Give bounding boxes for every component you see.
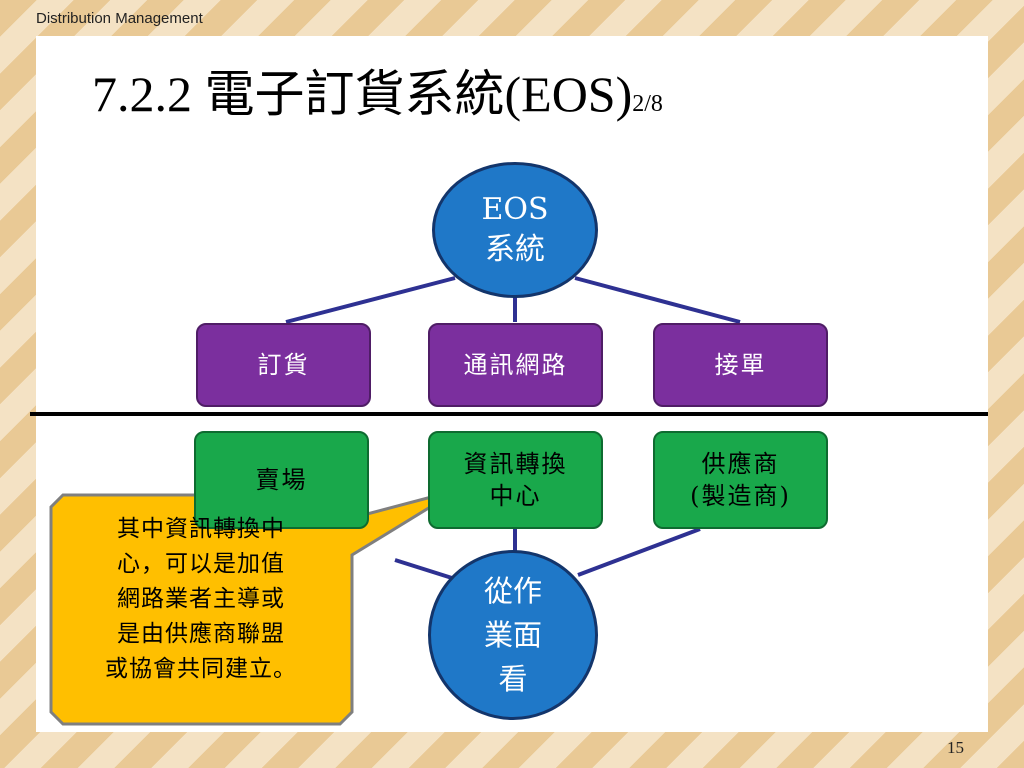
callout-line-4: 是由供應商聯盟 (117, 621, 285, 647)
node-network-label: 通訊網路 (463, 351, 568, 379)
callout-line-2: 心，可以是加值 (117, 551, 285, 577)
node-supplier-line-2: (製造商) (690, 482, 791, 510)
connector-top-left (285, 276, 456, 324)
node-order-label: 訂貨 (257, 351, 310, 379)
node-info-center: 資訊轉換 中心 (428, 431, 603, 529)
operation-view-node: 從作 業面 看 (428, 550, 598, 720)
callout-text: 其中資訊轉換中 心，可以是加值 網路業者主導或 是由供應商聯盟 或協會共同建立。 (56, 512, 346, 687)
eos-node-line-1: EOS (481, 192, 549, 227)
callout-line-5: 或協會共同建立。 (105, 656, 297, 682)
node-info-center-line-2: 中心 (489, 482, 542, 510)
page-number: 15 (947, 738, 964, 757)
node-supplier-line-1: 供應商 (701, 450, 780, 478)
eos-system-node: EOS 系統 (432, 162, 598, 298)
node-order: 訂貨 (196, 323, 371, 407)
eos-node-line-2: 系統 (485, 232, 545, 267)
operation-node-line-1: 從作 (483, 574, 542, 608)
connector-bottom-right (577, 527, 701, 577)
connector-top-right (574, 276, 741, 324)
operation-node-line-2: 業面 (483, 618, 542, 652)
node-store-label: 賣場 (255, 466, 308, 494)
node-supplier: 供應商 (製造商) (653, 431, 828, 529)
title-page-indicator: 2/8 (632, 91, 663, 117)
slide-title: 7.2.2 電子訂貨系統(EOS)2/8 (92, 54, 663, 126)
node-info-center-line-1: 資訊轉換 (463, 450, 568, 478)
title-main: 7.2.2 電子訂貨系統(EOS) (92, 66, 633, 122)
node-network: 通訊網路 (428, 323, 603, 407)
callout-line-3: 網路業者主導或 (117, 586, 285, 612)
operation-node-line-3: 看 (498, 662, 528, 696)
header-title: Distribution Management (36, 10, 203, 27)
node-receive-order: 接單 (653, 323, 828, 407)
node-receive-order-label: 接單 (714, 351, 767, 379)
node-store: 賣場 (194, 431, 369, 529)
connector-bottom-left (394, 558, 453, 580)
callout-line-1: 其中資訊轉換中 (117, 516, 285, 542)
